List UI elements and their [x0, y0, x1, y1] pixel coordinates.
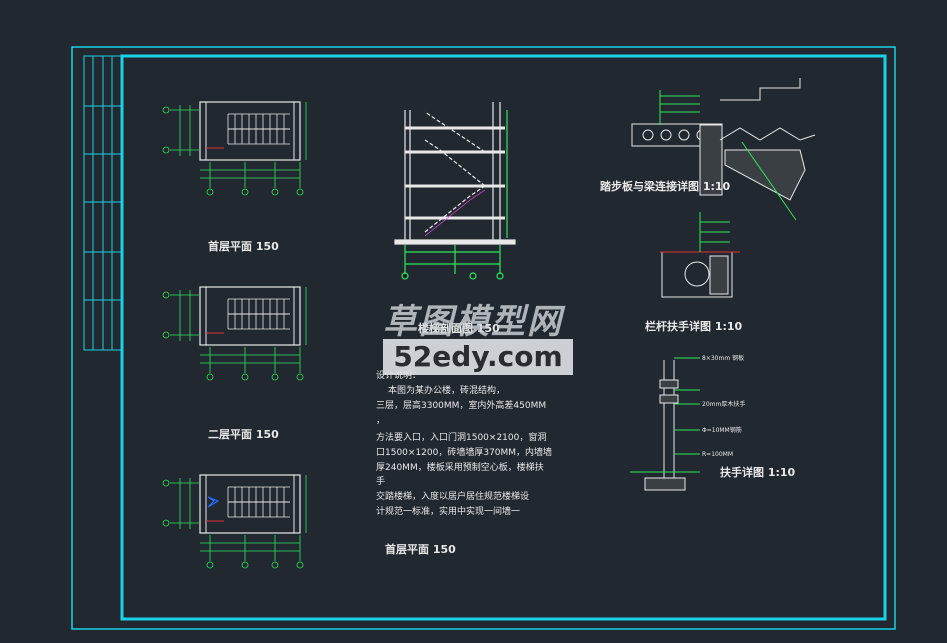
note-line-8: 交踏楼梯，入度以居户居住规范楼梯设	[376, 490, 529, 502]
stair-section	[394, 102, 516, 280]
plan-title-3: 首层平面 150	[385, 542, 456, 556]
floor-plans	[162, 101, 307, 569]
detail-title-2: 栏杆扶手详图 1:10	[645, 319, 743, 333]
note-line-6: 厚240MM，楼板采用预制空心板，楼梯扶	[376, 461, 544, 473]
plan-walls	[199, 286, 301, 346]
note-line-3: ，	[376, 416, 385, 426]
detail-title-3: 扶手详图 1:10	[720, 465, 796, 479]
detail-slab-beam	[631, 78, 816, 221]
rail-label-2: 20mm厚木扶手	[702, 400, 745, 408]
plan-title-1: 首层平面 150	[208, 239, 279, 253]
note-line-7: 手	[376, 475, 385, 487]
plan-title-2: 二层平面 150	[208, 428, 279, 441]
note-line-1: 本图为某办公楼，砖混结构，	[388, 384, 505, 396]
watermark-cn: 草图模型网	[383, 302, 563, 342]
note-line-4: 方法要入口，入口门洞1500×2100，窗洞	[376, 431, 546, 443]
detail-rail-section	[660, 212, 740, 298]
rail-label-3: Φ=10MM钢筋	[702, 426, 742, 434]
watermark-en: 52edy.com	[383, 339, 573, 375]
rail-label-1: 8×30mm 钢板	[702, 354, 744, 362]
plan-walls	[199, 101, 301, 161]
plan-walls	[199, 474, 301, 534]
detail-title-1: 踏步板与梁连接详图 1:10	[600, 179, 731, 193]
binding-strip	[83, 55, 123, 351]
section-title: 楼梯剖面图 150	[418, 321, 500, 335]
note-line-5: 口1500×1200，砖墙墙厚370MM，内墙墙	[376, 446, 552, 458]
note-line-2: 三层，层高3300MM，室内外高差450MM	[376, 399, 546, 411]
outer-frame	[71, 46, 896, 630]
detail-handrail	[630, 357, 700, 491]
note-line-9: 计规范一标准，实用中实现一间墙一	[376, 505, 520, 517]
rail-label-4: R=100MM	[702, 451, 733, 458]
